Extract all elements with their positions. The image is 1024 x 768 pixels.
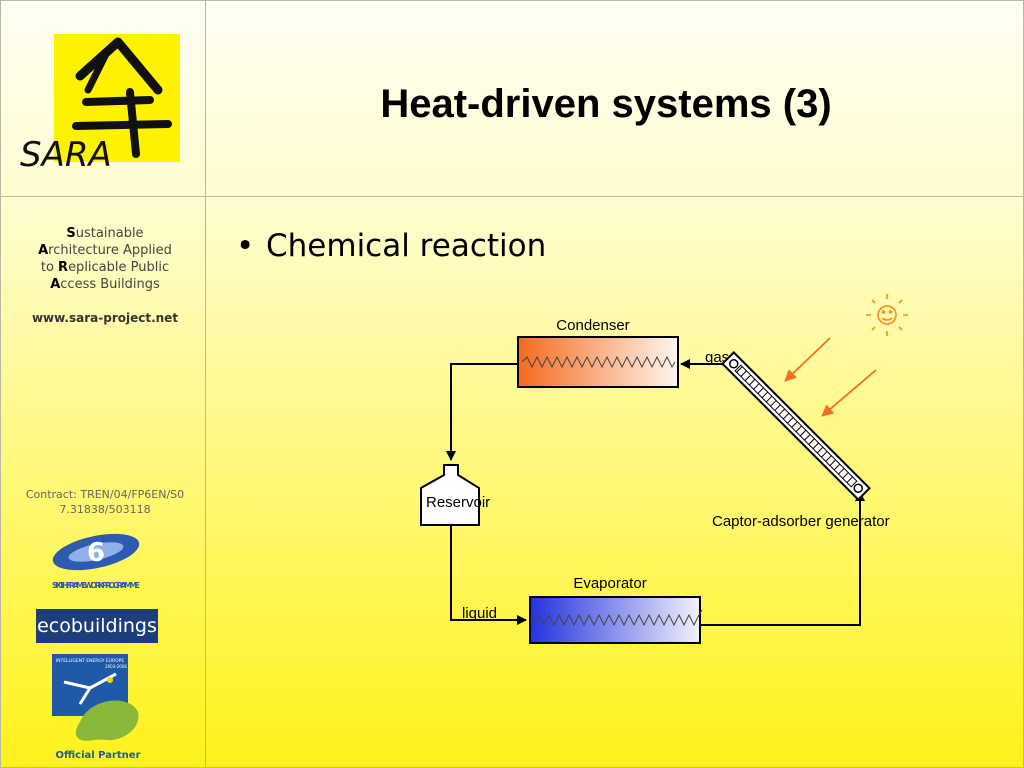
sun-icon	[866, 294, 908, 336]
svg-text:6: 6	[87, 538, 105, 568]
iee-logo-years: 2003-2006	[105, 664, 127, 669]
acronym-line-1: Sustainable	[66, 226, 144, 241]
collector-label: Captor-adsorber generator	[712, 513, 890, 530]
acronym-line-3: to Replicable Public	[40, 260, 170, 275]
ecobuildings-logo: ecobuildings	[36, 609, 158, 643]
liquid-label: liquid	[462, 605, 497, 622]
contract-number: Contract: TREN/04/FP6EN/S07.31838/503118	[25, 488, 185, 516]
sara-logo: SARA	[20, 34, 180, 172]
bullet-text: Chemical reaction	[266, 228, 547, 264]
reservoir-to-evaporator-arrow	[450, 525, 527, 625]
sun-ray-arrow-1	[784, 337, 831, 382]
logo-text: SARA	[20, 135, 112, 172]
website-link[interactable]: www.sara-project.net	[31, 311, 179, 325]
iee-logo-top: INTELLIGENT ENERGY EUROPE	[56, 658, 125, 664]
sidebar-divider	[205, 0, 206, 768]
condenser-to-reservoir-arrow	[446, 363, 518, 461]
acronym-line-2: Architecture Applied	[38, 243, 172, 258]
header-divider	[0, 196, 1024, 197]
adsorption-cycle-diagram: Condenser gas Reservoir liquid Evaporato…	[420, 294, 908, 644]
iee-logo: INTELLIGENT ENERGY EUROPE 2003-2006 Offi…	[52, 654, 141, 761]
fp6-logo: 6 SIXTH FRAMEWORK PROGRAMME	[52, 533, 140, 590]
page-title: Heat-driven systems (3)	[380, 82, 832, 126]
bullet-dot: •	[236, 228, 255, 264]
evaporator-to-collector-arrow	[700, 491, 865, 626]
reservoir-tank	[420, 464, 480, 526]
acronym-line-4: Access Buildings	[50, 277, 160, 292]
bullet-item: • Chemical reaction	[236, 228, 546, 264]
evaporator-label: Evaporator	[573, 575, 646, 592]
project-acronym: Sustainable Architecture Applied to Repl…	[22, 225, 188, 293]
fp6-logo-text: SIXTH FRAMEWORK PROGRAMME	[52, 581, 140, 590]
evaporator-coil	[533, 609, 703, 627]
captor-adsorber-collector	[721, 351, 871, 501]
condenser-label: Condenser	[556, 317, 629, 334]
sun-ray-arrow-2	[821, 369, 877, 417]
official-partner: Official Partner	[55, 750, 140, 761]
evaporator-box	[529, 596, 701, 644]
condenser-coil	[521, 355, 676, 369]
reservoir-label: Reservoir	[426, 494, 490, 511]
